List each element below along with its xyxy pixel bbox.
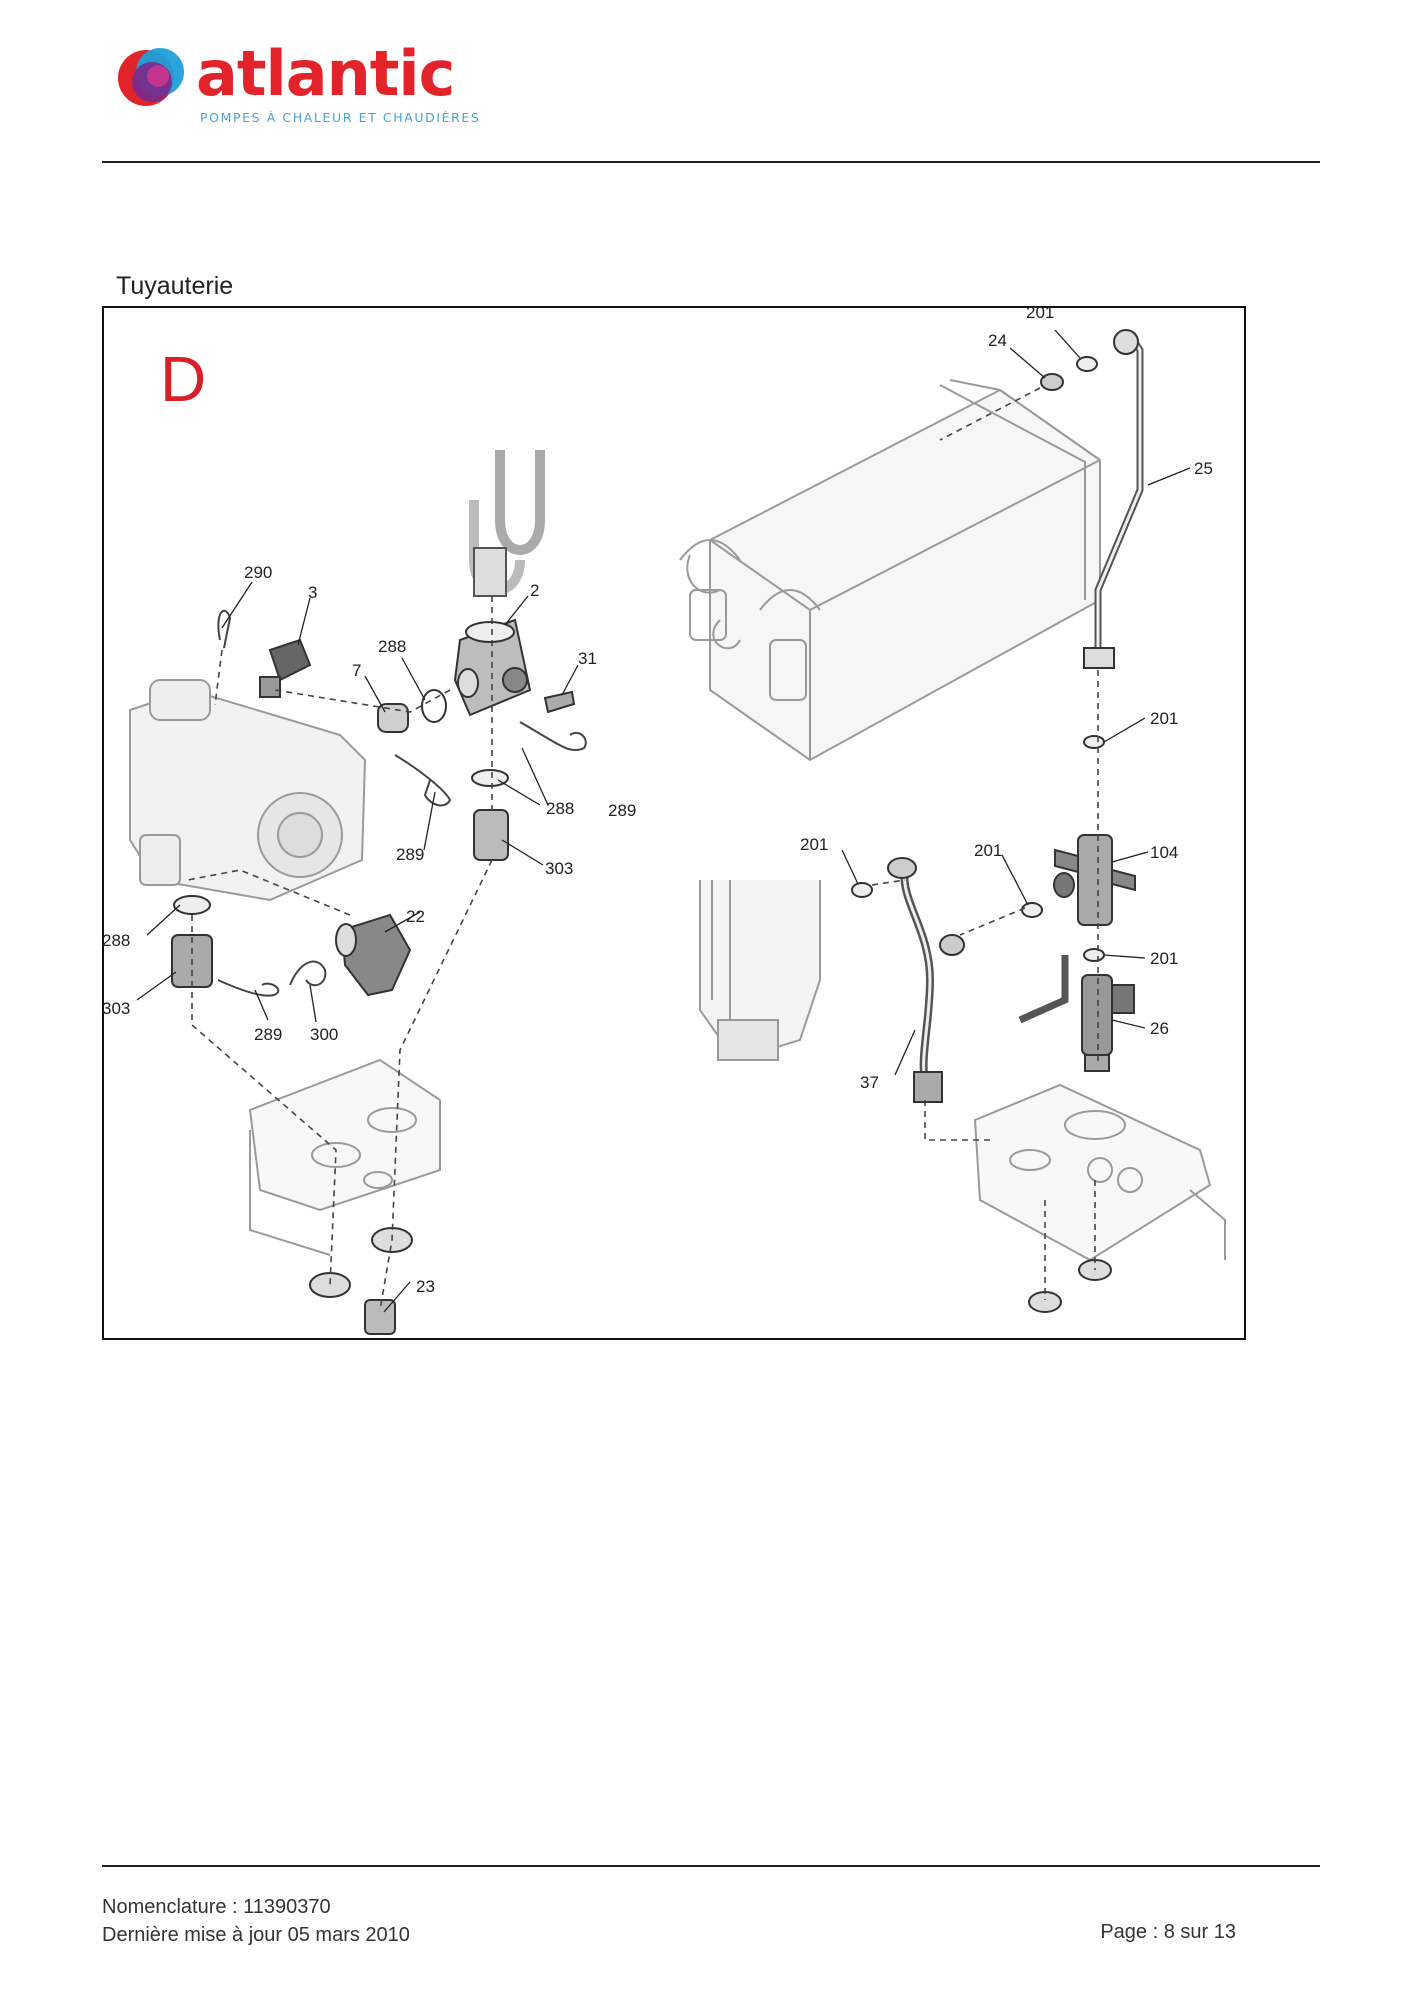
callout-201-mid: 201 <box>1150 709 1178 728</box>
right-bracket <box>973 1083 1226 1262</box>
callout-288-a: 288 <box>378 637 406 656</box>
callout-289-c: 289 <box>254 1025 282 1044</box>
tee-fitting-104 <box>1053 834 1136 926</box>
callout-288-c: 288 <box>102 931 130 950</box>
callout-25: 25 <box>1194 459 1213 478</box>
callout-7: 7 <box>352 661 361 680</box>
heat-exchanger <box>679 379 1101 762</box>
brand-wordmark: atlantic <box>196 37 455 110</box>
last-update-date: Dernière mise à jour 05 mars 2010 <box>102 1924 410 1946</box>
callout-201-center: 201 <box>974 841 1002 860</box>
pipe-25 <box>1094 333 1144 650</box>
brand-logo: atlantic POMPES À CHALEUR ET CHAUDIÈRES <box>112 38 492 128</box>
callout-290: 290 <box>244 563 272 582</box>
atlantic-logo-mark <box>118 48 184 106</box>
header-divider <box>102 161 1320 163</box>
elbow-22 <box>335 913 412 997</box>
callout-2: 2 <box>530 581 539 600</box>
callout-104: 104 <box>1150 843 1178 862</box>
boiler-body-fragment <box>699 880 821 1062</box>
callout-300: 300 <box>310 1025 338 1044</box>
nomenclature-number: Nomenclature : 11390370 <box>102 1896 331 1918</box>
callout-201-left: 201 <box>800 835 828 854</box>
callout-303-a: 303 <box>545 859 573 878</box>
callout-201-top: 201 <box>1026 303 1054 322</box>
upper-tube <box>469 450 545 597</box>
callout-288-b: 288 <box>546 799 574 818</box>
diagram-letter: D <box>160 343 207 415</box>
footer-divider <box>102 1865 1320 1867</box>
callout-201-low: 201 <box>1150 949 1178 968</box>
callout-22: 22 <box>406 907 425 926</box>
section-title: Tuyauterie <box>116 272 234 300</box>
callout-289-a: 289 <box>608 801 636 820</box>
page-number: Page : 8 sur 13 <box>1100 1921 1236 1943</box>
callout-303-b: 303 <box>102 999 130 1018</box>
valve-26 <box>1081 974 1135 1072</box>
callout-31: 31 <box>578 649 597 668</box>
callout-289-b: 289 <box>396 845 424 864</box>
footer-info: Nomenclature : 11390370 Dernière mise à … <box>102 1893 410 1949</box>
callout-23: 23 <box>416 1277 435 1296</box>
pump <box>129 679 367 902</box>
callout-26: 26 <box>1150 1019 1169 1038</box>
exploded-diagram-frame: D <box>102 306 1246 1340</box>
brand-tagline: POMPES À CHALEUR ET CHAUDIÈRES <box>200 110 481 125</box>
left-bracket <box>248 1058 441 1256</box>
callout-24: 24 <box>988 331 1007 350</box>
pressure-switch-3 <box>259 638 312 698</box>
callout-37: 37 <box>860 1073 879 1092</box>
callout-3: 3 <box>308 583 317 602</box>
